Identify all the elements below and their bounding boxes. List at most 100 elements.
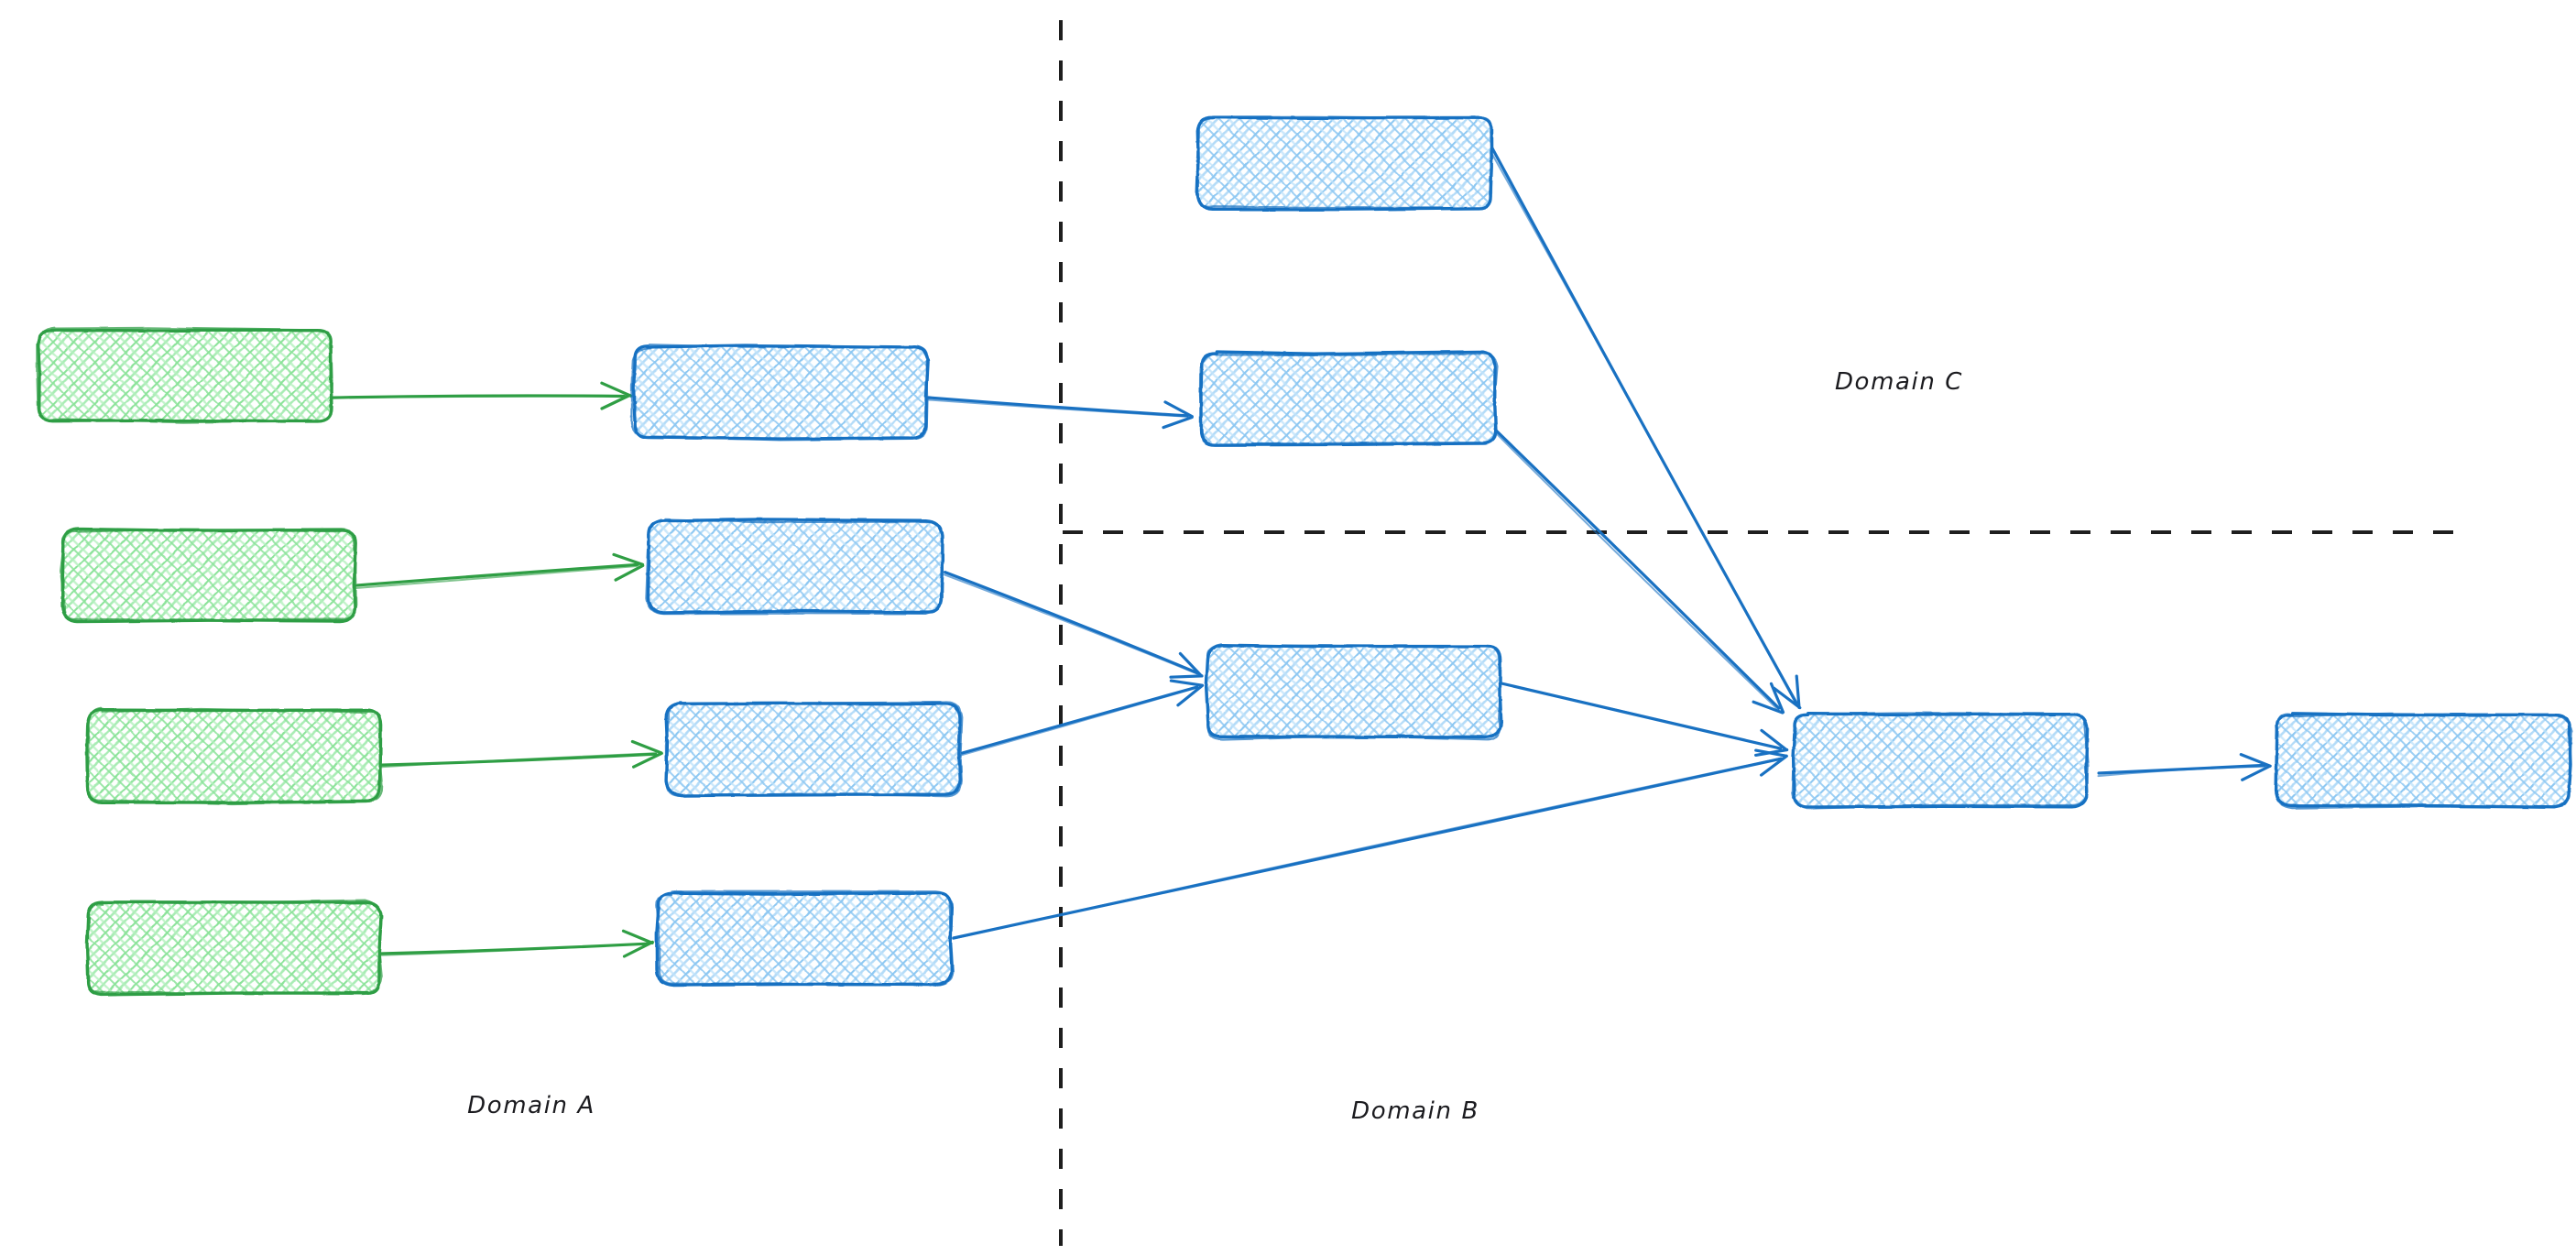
node-outline-hub xyxy=(1791,711,2090,810)
edge-arrowhead xyxy=(1176,683,1205,707)
edge-arrowhead xyxy=(1769,682,1785,715)
edge-arrowhead xyxy=(1760,728,1788,752)
node-b1[interactable] xyxy=(628,341,933,443)
edge-arrowhead xyxy=(621,929,654,944)
node-fill-a3 xyxy=(87,710,380,802)
node-b2[interactable] xyxy=(643,515,947,617)
edge-e-b1-c2 xyxy=(926,396,1194,430)
node-fill-c1 xyxy=(1198,117,1491,209)
node-hub[interactable] xyxy=(1788,709,2092,812)
node-outline-b3 xyxy=(664,701,964,798)
edge-arrowhead xyxy=(600,381,633,398)
node-fill-a4 xyxy=(87,902,380,994)
node-c2[interactable] xyxy=(1196,347,1501,450)
edge-shaft xyxy=(2097,765,2265,778)
node-outline-c1 xyxy=(1195,115,1493,210)
edge-shaft xyxy=(1487,147,1797,704)
edge-arrowhead xyxy=(1752,700,1785,715)
node-outline-b2 xyxy=(645,518,944,616)
edge-arrowhead xyxy=(1178,651,1204,678)
node-outline-b3 xyxy=(664,701,962,798)
edge-arrowhead xyxy=(632,751,663,769)
edge-shaft xyxy=(353,562,639,587)
edge-e-c1-hub xyxy=(1487,143,1802,710)
edge-e-a4-b4 xyxy=(378,929,654,958)
edge-shaft xyxy=(952,757,1784,940)
edge-arrowhead xyxy=(614,563,645,582)
edge-arrowhead xyxy=(1760,754,1788,777)
edge-e-a3-b3 xyxy=(379,739,663,769)
node-fill-a1 xyxy=(38,330,332,421)
node-a1[interactable] xyxy=(33,324,337,427)
edge-arrowhead xyxy=(1795,674,1801,709)
node-c1[interactable] xyxy=(1193,112,1497,214)
node-fill-b1 xyxy=(634,346,927,438)
node-outline-out xyxy=(2275,713,2573,810)
edge-arrowhead xyxy=(2241,764,2271,781)
node-fill-b3 xyxy=(667,704,960,795)
edge-arrowhead xyxy=(1754,748,1789,757)
node-fill-b2 xyxy=(649,520,942,612)
edge-arrowhead xyxy=(600,393,631,410)
edge-arrowhead xyxy=(622,940,654,958)
edge-shaft xyxy=(927,398,1189,418)
domain-label-a: Domain A xyxy=(467,1092,595,1119)
edge-arrowhead xyxy=(1169,679,1204,687)
node-outline-b1 xyxy=(630,344,929,442)
edge-shaft xyxy=(380,942,649,956)
node-outline-b4 xyxy=(655,890,955,987)
node-outline-c2 xyxy=(1198,352,1499,446)
edge-arrowhead xyxy=(2239,753,2272,768)
node-outline-a1 xyxy=(36,326,333,424)
node-outline-c3 xyxy=(1206,642,1501,741)
edge-arrowhead xyxy=(1773,686,1802,710)
node-fill-out xyxy=(2276,715,2570,806)
node-a3[interactable] xyxy=(82,704,386,807)
domain-labels-layer: Domain A Domain B Domain C xyxy=(467,368,1963,1125)
node-outline-a2 xyxy=(60,528,357,621)
edge-shaft xyxy=(943,573,1199,675)
edge-shaft xyxy=(1501,682,1783,750)
edge-shaft xyxy=(355,565,639,589)
edge-shaft xyxy=(926,396,1189,418)
node-a4[interactable] xyxy=(82,897,386,999)
node-fill-c3 xyxy=(1207,646,1501,737)
node-outline-a4 xyxy=(85,899,383,996)
edge-arrowhead xyxy=(1169,674,1204,679)
edge-e-b4-hub xyxy=(952,748,1788,940)
edge-shaft xyxy=(331,395,627,398)
edge-e-c3-hub xyxy=(1500,682,1789,757)
edge-shaft xyxy=(960,685,1199,755)
node-outline-a3 xyxy=(86,707,384,805)
node-b3[interactable] xyxy=(661,698,966,801)
nodes-layer xyxy=(33,112,2575,999)
node-a2[interactable] xyxy=(57,524,361,627)
edge-arrowhead xyxy=(612,552,645,566)
node-fill-hub xyxy=(1794,715,2087,806)
edge-e-a1-b1 xyxy=(329,381,633,410)
edge-e-a2-b2 xyxy=(353,552,645,589)
node-c3[interactable] xyxy=(1202,640,1506,743)
edge-shaft xyxy=(1494,428,1781,710)
edge-shaft xyxy=(379,752,657,769)
node-b4[interactable] xyxy=(652,888,956,990)
domain-label-c: Domain C xyxy=(1835,368,1963,396)
edge-arrowhead xyxy=(1163,400,1194,419)
edge-e-hub-out xyxy=(2097,753,2272,781)
node-fill-c2 xyxy=(1202,353,1495,444)
node-fill-b4 xyxy=(658,893,951,985)
edge-e-c2-hub xyxy=(1493,428,1785,715)
edge-shaft xyxy=(1493,430,1780,711)
node-fill-a2 xyxy=(62,529,355,621)
edge-shaft xyxy=(944,571,1199,675)
edge-e-b2-c3 xyxy=(943,571,1204,679)
edge-e-b3-c3 xyxy=(960,679,1205,757)
edges-layer xyxy=(329,143,2272,958)
edge-shaft xyxy=(960,686,1198,757)
edge-arrowhead xyxy=(630,739,663,755)
edge-arrowhead xyxy=(1162,415,1194,430)
node-out[interactable] xyxy=(2271,709,2575,812)
domain-label-b: Domain B xyxy=(1351,1097,1479,1125)
